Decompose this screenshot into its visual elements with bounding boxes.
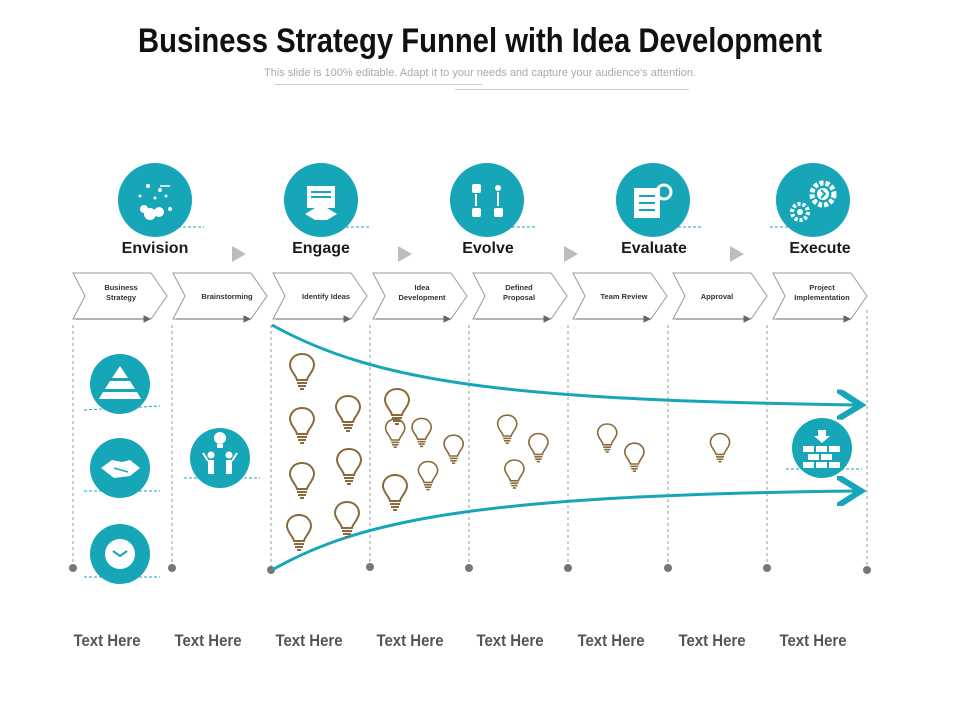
footer-text-3: Text Here xyxy=(275,631,343,650)
idea-bulbs xyxy=(286,353,731,551)
fireworks-icon xyxy=(138,184,172,220)
footer-text-8: Text Here xyxy=(779,631,847,650)
handshake-icon xyxy=(101,460,140,478)
footer-text-7: Text Here xyxy=(678,631,746,650)
funnel-top-curve xyxy=(271,323,858,405)
side-icon-handshake xyxy=(84,438,160,498)
page-title: Business Strategy Funnel with Idea Devel… xyxy=(137,22,823,60)
side-icon-team-idea xyxy=(184,428,260,488)
footer-text-4: Text Here xyxy=(376,631,444,650)
lightbulb-icon xyxy=(504,459,525,489)
phase-circle-engage xyxy=(284,163,370,237)
lightbulb-icon xyxy=(289,353,315,390)
phase-label-execute: Execute xyxy=(789,240,851,257)
step-label-project-implementation: Project Implementation xyxy=(794,283,850,302)
lightbulb-icon xyxy=(335,395,361,432)
lightbulb-icon xyxy=(709,432,731,463)
page-subtitle: This slide is 100% editable. Adapt it to… xyxy=(264,67,696,79)
side-icon-clock xyxy=(84,524,160,584)
checklist-gear-icon xyxy=(634,183,673,218)
phase-arrow-icon xyxy=(564,246,578,262)
lightbulb-icon xyxy=(336,448,362,485)
side-icon-brick-wall xyxy=(786,418,862,478)
timeline-guides xyxy=(72,310,868,570)
step-label-identify-ideas: Identify Ideas xyxy=(302,292,350,301)
lightbulb-icon xyxy=(286,514,312,551)
pyramid-icon xyxy=(99,366,141,399)
lightbulb-icon xyxy=(382,474,408,511)
funnel-bottom-curve xyxy=(271,491,858,572)
step-label-idea-development: Idea Development xyxy=(398,283,446,302)
brick-wall-icon xyxy=(803,430,840,468)
step-label-team-review: Team Review xyxy=(600,292,648,301)
footer-text-1: Text Here xyxy=(73,631,141,650)
phase-arrow-icon xyxy=(232,246,246,262)
lightbulb-icon xyxy=(334,501,360,538)
phase-circle-evaluate xyxy=(616,163,702,237)
phase-circle-envision xyxy=(118,163,204,237)
lightbulb-icon xyxy=(417,460,439,491)
funnel-curves xyxy=(271,323,858,572)
subtitle-rule-left xyxy=(274,84,482,85)
phase-circle-execute xyxy=(770,163,850,237)
step-chevrons xyxy=(72,272,868,320)
phase-arrow-icon xyxy=(398,246,412,262)
subtitle-rule-right xyxy=(455,89,689,90)
timeline-dots xyxy=(69,563,871,574)
lightbulb-icon xyxy=(411,417,433,448)
step-underlines xyxy=(76,315,852,323)
phase-label-engage: Engage xyxy=(292,240,350,257)
phase-circle-evolve xyxy=(450,163,536,237)
lightbulb-icon xyxy=(624,442,645,472)
step-label-brainstorming: Brainstorming xyxy=(201,292,253,301)
handshake-document-icon xyxy=(305,186,337,220)
phase-label-evaluate: Evaluate xyxy=(621,240,687,257)
lightbulb-icon xyxy=(443,434,465,464)
footer-text-6: Text Here xyxy=(577,631,645,650)
phase-label-evolve: Evolve xyxy=(462,240,514,257)
team-idea-icon xyxy=(202,432,238,474)
step-label-defined-proposal: Defined Proposal xyxy=(502,283,536,302)
lightbulb-icon xyxy=(596,423,618,453)
lightbulb-icon xyxy=(289,407,315,444)
side-icon-pyramid xyxy=(83,354,161,414)
footer-text-2: Text Here xyxy=(174,631,242,650)
flowchart-icon xyxy=(472,184,503,217)
clock-icon xyxy=(105,539,135,569)
phase-label-envision: Envision xyxy=(121,240,189,257)
phase-arrow-icon xyxy=(730,246,744,262)
footer-text-5: Text Here xyxy=(476,631,544,650)
step-label-business-strategy: Business Strategy xyxy=(104,283,138,302)
step-label-approval: Approval xyxy=(700,292,734,301)
lightbulb-icon xyxy=(289,462,315,499)
lightbulb-icon xyxy=(528,432,549,463)
phase-arrows xyxy=(232,246,744,262)
lightbulb-icon xyxy=(496,414,518,444)
gears-icon xyxy=(790,180,837,222)
